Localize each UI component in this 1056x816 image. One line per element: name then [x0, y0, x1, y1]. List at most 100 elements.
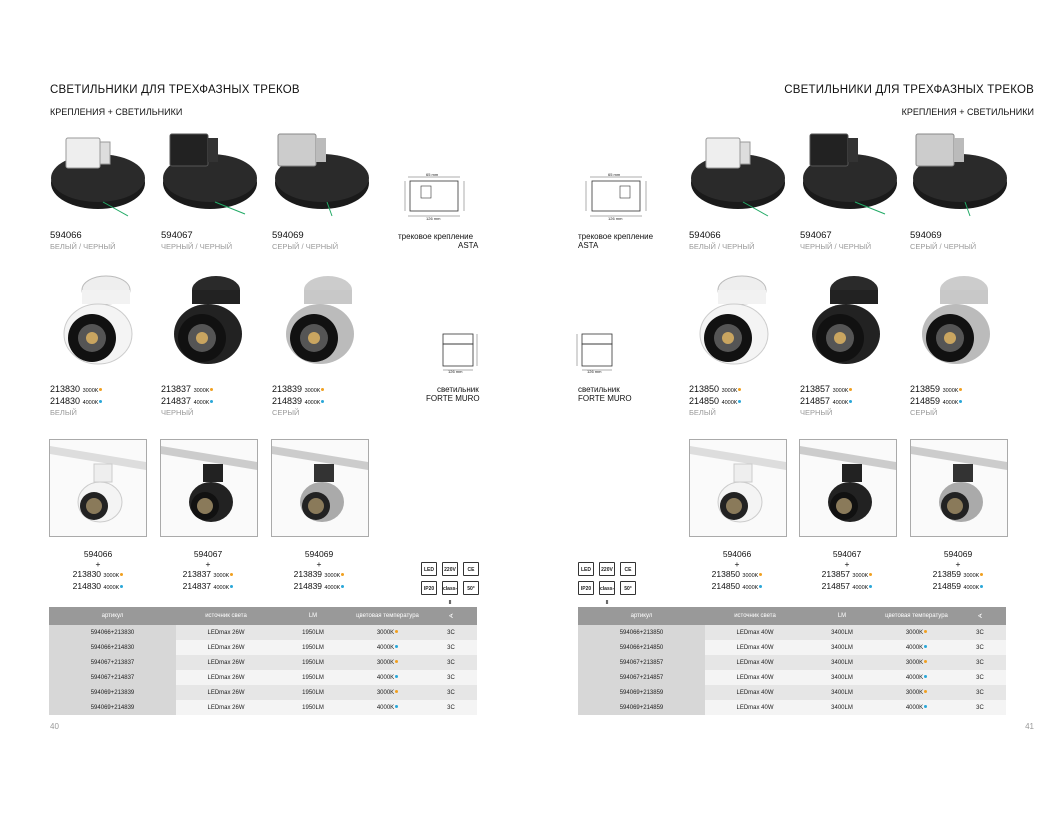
table-cell: 3C: [425, 685, 477, 700]
lamp-code: 213857: [800, 384, 831, 394]
lamp-image-gray: [286, 276, 354, 364]
insulation-class-icon: class-II: [442, 581, 458, 606]
dim-width: 126 mm: [448, 369, 463, 374]
page-subtitle: КРЕПЛЕНИЯ + СВЕТИЛЬНИКИ: [50, 107, 183, 117]
page-number: 41: [1025, 722, 1034, 731]
combo-lamp: 214859: [932, 581, 962, 591]
mount-image-white: [51, 137, 145, 217]
ce-icon: CE: [463, 562, 479, 576]
table-cell: 1950LM: [276, 700, 350, 715]
mount-code: 594069: [272, 230, 304, 241]
lamp-color: СЕРЫЙ: [910, 408, 938, 417]
cool-dot: [321, 400, 325, 404]
table-cell: 1950LM: [276, 670, 350, 685]
table-cell: 4000K: [879, 700, 954, 715]
page-number: 40: [50, 722, 59, 731]
warm-dot: [395, 690, 399, 694]
table-cell: 1950LM: [276, 685, 350, 700]
mount-image-gray: [275, 133, 369, 217]
page-title: СВЕТИЛЬНИКИ ДЛЯ ТРЕХФАЗНЫХ ТРЕКОВ: [50, 84, 300, 96]
lamp-info: 213857 3000K 214857 4000K ЧЕРНЫЙ: [800, 384, 853, 418]
combo-info: 594066 + 213830 3000K 214830 4000K: [50, 549, 146, 593]
spec-table: артикул источник света LM цветовая темпе…: [578, 607, 1006, 715]
mount-image-black: [163, 133, 257, 215]
col-header: источник света: [705, 607, 805, 625]
warm-dot: [759, 573, 763, 577]
table-cell: 3C: [425, 655, 477, 670]
combo-info: 594069 + 213859 3000K 214859 4000K: [910, 549, 1006, 593]
asta-drawing: 65 mm 126 mm: [398, 172, 488, 222]
warm-dot: [924, 630, 928, 634]
table-cell: 3C: [954, 625, 1006, 640]
table-cell: LEDmax 26W: [176, 685, 276, 700]
table-cell: 594066+213830: [49, 625, 176, 640]
dim-width: 126 mm: [587, 369, 602, 374]
lamp-color: ЧЕРНЫЙ: [161, 408, 194, 417]
table-cell: 3C: [425, 625, 477, 640]
mount-color: БЕЛЫЙ / ЧЕРНЫЙ: [50, 242, 116, 251]
combo-info: 594069 + 213839 3000K 214839 4000K: [271, 549, 367, 593]
warm-dot: [980, 573, 984, 577]
asta-drawing: 65 mm 126 mm: [570, 172, 660, 222]
lamp-image-white: [63, 275, 133, 365]
warm-dot: [924, 660, 928, 664]
lamp-code: 213850: [689, 384, 720, 394]
col-header: цветовая температура: [879, 607, 954, 625]
combo-lamp: 213850: [711, 569, 741, 579]
led-icon: LED: [421, 562, 437, 576]
lamp-code: 213859: [910, 384, 941, 394]
combo-lamp: 214857: [821, 581, 851, 591]
table-cell: 3400LM: [805, 640, 879, 655]
table-cell: 4000K: [879, 670, 954, 685]
dim-width: 65 mm: [608, 172, 621, 177]
warm-dot: [924, 690, 928, 694]
kelvin: 3000K: [193, 388, 210, 394]
lamp-color: СЕРЫЙ: [272, 408, 300, 417]
table-cell: 594066+214830: [49, 640, 176, 655]
kelvin: 3000K: [213, 573, 230, 579]
kelvin: 4000K: [852, 585, 869, 591]
combo-plus: +: [95, 559, 101, 569]
table-cell: LEDmax 26W: [176, 625, 276, 640]
lamp-info: 213850 3000K 214850 4000K БЕЛЫЙ: [689, 384, 742, 418]
warm-dot: [849, 388, 853, 392]
table-cell: LEDmax 40W: [705, 700, 805, 715]
kelvin: 3000K: [721, 388, 738, 394]
cool-dot: [99, 400, 103, 404]
lamp-color: ЧЕРНЫЙ: [800, 408, 833, 417]
cool-dot: [924, 675, 928, 679]
table-cell: 3400LM: [805, 685, 879, 700]
lamp-image-black: [812, 276, 880, 364]
kelvin: 4000K: [82, 400, 99, 406]
page-subtitle: КРЕПЛЕНИЯ + СВЕТИЛЬНИКИ: [901, 107, 1034, 117]
asta-label-2: ASTA: [578, 241, 599, 250]
kelvin: 4000K: [963, 585, 980, 591]
col-header: LM: [276, 607, 350, 625]
lamp-info: 213830 3000K 214830 4000K БЕЛЫЙ: [50, 384, 103, 418]
table-cell: LEDmax 40W: [705, 625, 805, 640]
table-cell: 4000K: [350, 640, 425, 655]
lamp-code: 214859: [910, 396, 941, 406]
combo-lamp: 213857: [821, 569, 851, 579]
warm-dot: [120, 573, 124, 577]
table-cell: 594067+214837: [49, 670, 176, 685]
forte-drawing: 126 mm: [570, 330, 630, 375]
table-cell: 594066+213850: [578, 625, 705, 640]
lamp-code: 214839: [272, 396, 303, 406]
warm-dot: [341, 573, 345, 577]
mount-color: ЧЕРНЫЙ / ЧЕРНЫЙ: [161, 242, 233, 251]
dim-depth: 126 mm: [426, 216, 441, 221]
combo-info: 594067 + 213857 3000K 214857 4000K: [799, 549, 895, 593]
mount-image-black: [803, 133, 897, 215]
lamp-code: 214857: [800, 396, 831, 406]
ce-icon: CE: [620, 562, 636, 576]
combo-lamp: 214830: [72, 581, 102, 591]
